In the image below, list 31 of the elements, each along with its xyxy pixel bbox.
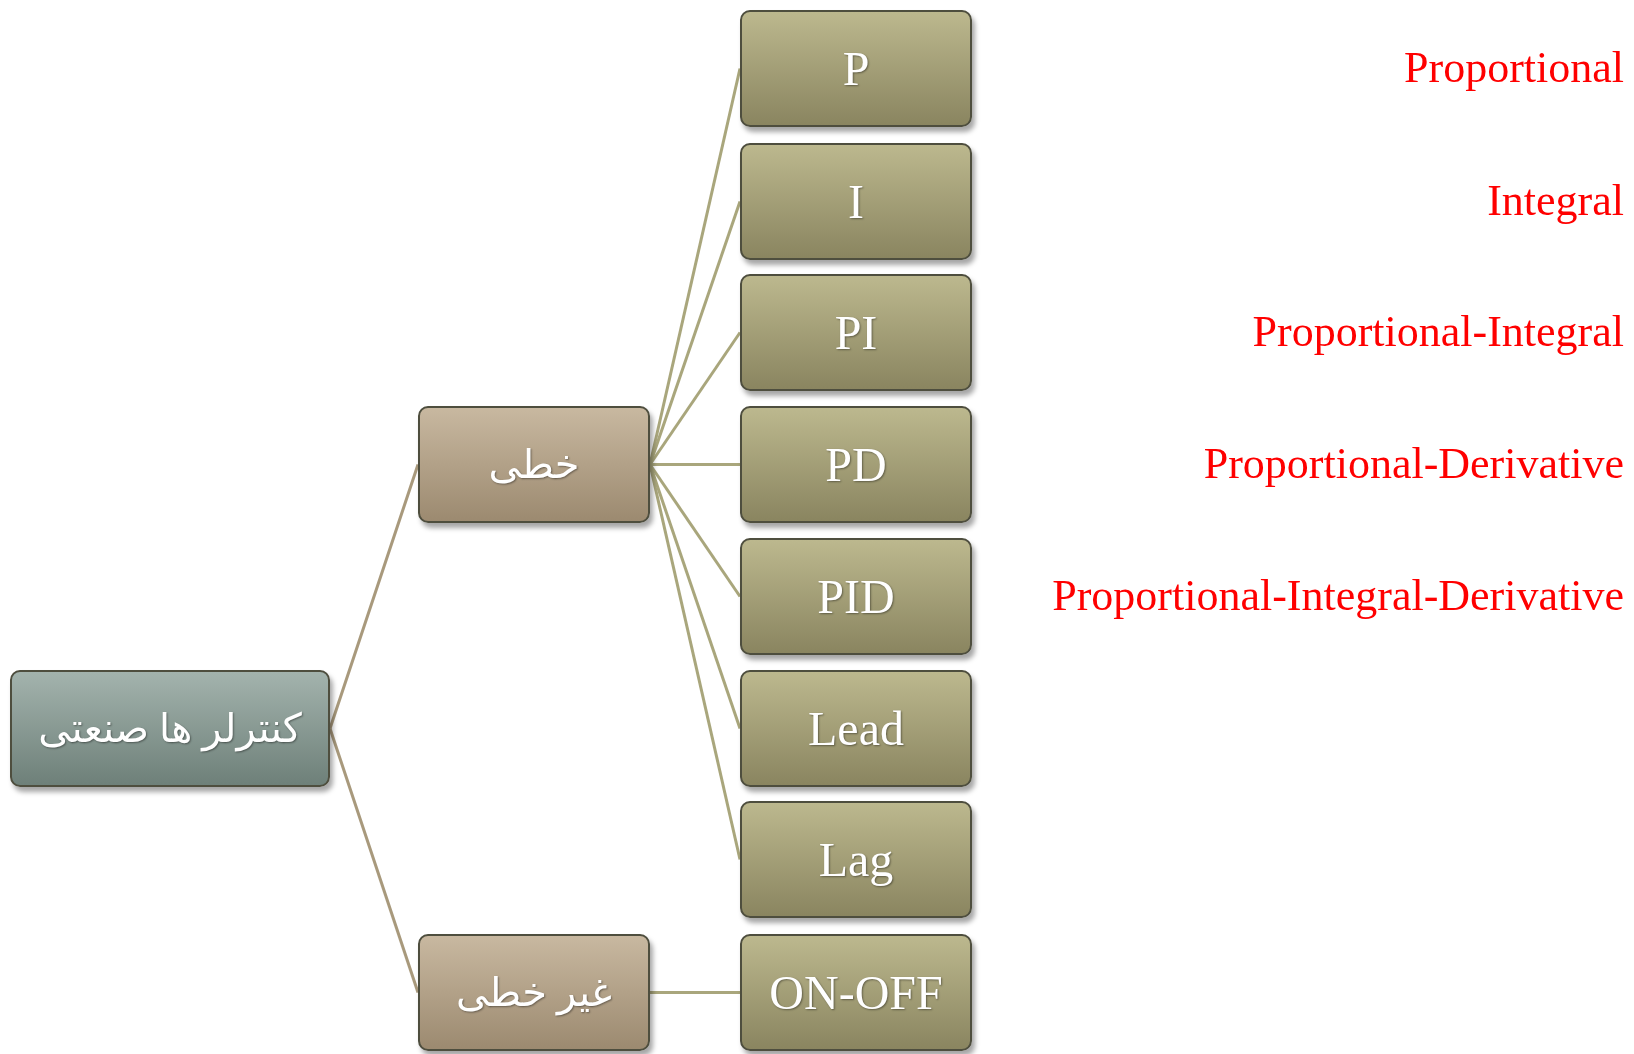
controller-box <box>740 10 972 127</box>
controller-box <box>740 274 972 391</box>
term-label: Proportional-Integral <box>1252 305 1624 357</box>
node-label: I <box>848 174 864 229</box>
node-label: Lead <box>808 701 904 756</box>
category-box <box>418 934 650 1051</box>
controller-box <box>740 143 972 260</box>
controller-box <box>740 538 972 655</box>
root-box <box>10 670 330 787</box>
controller-box <box>740 801 972 918</box>
node-label: PD <box>825 437 887 492</box>
term-label: Integral <box>1487 174 1624 226</box>
node-label: غیر خطی <box>456 969 612 1016</box>
node-label: ON-OFF <box>769 965 943 1020</box>
node-label: کنترلر ها صنعتی <box>38 705 302 752</box>
category-box <box>418 406 650 523</box>
connector-line <box>650 463 740 466</box>
node-label: خطی <box>488 441 580 488</box>
term-label: Proportional-Integral-Derivative <box>1052 569 1624 621</box>
controller-box <box>740 934 972 1051</box>
term-label: Proportional-Derivative <box>1203 437 1624 489</box>
controller-box <box>740 670 972 787</box>
term-label: Proportional <box>1404 41 1624 93</box>
connector-line <box>650 991 740 994</box>
connector-line <box>328 464 420 729</box>
connector-line <box>328 728 420 993</box>
node-label: PI <box>834 305 878 360</box>
node-label: PID <box>817 569 895 624</box>
node-label: Lag <box>818 832 894 887</box>
controller-box <box>740 406 972 523</box>
node-label: P <box>842 41 870 96</box>
